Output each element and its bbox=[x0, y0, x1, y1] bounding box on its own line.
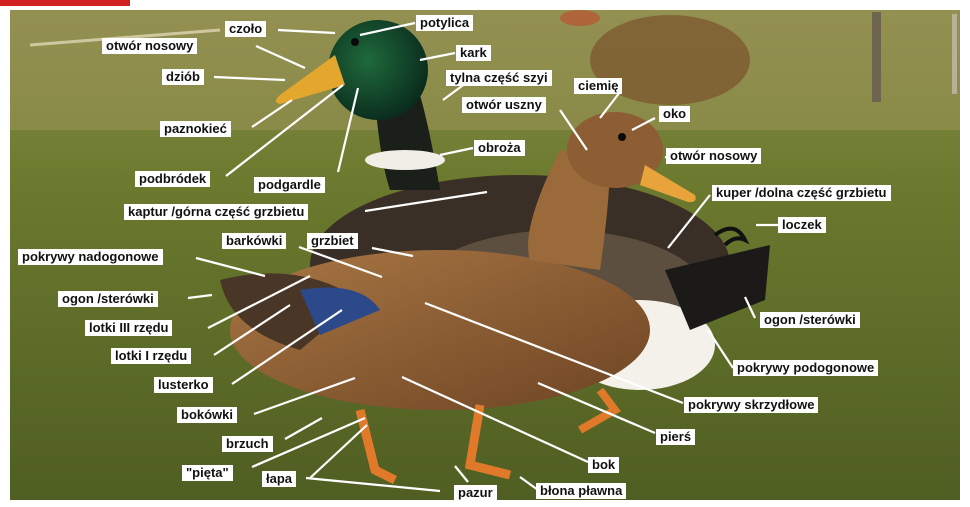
label-tylna-czesc-szyi: tylna część szyi bbox=[446, 70, 552, 86]
label-kuper: kuper /dolna część grzbietu bbox=[712, 185, 891, 201]
label-brzuch: brzuch bbox=[222, 436, 273, 452]
label-pazur: pazur bbox=[454, 485, 497, 501]
label-podbrodek: podbródek bbox=[135, 171, 210, 187]
label-ciemie: ciemię bbox=[574, 78, 622, 94]
label-ogon-right: ogon /sterówki bbox=[760, 312, 860, 328]
label-czolo: czoło bbox=[225, 21, 266, 37]
duck-eye bbox=[618, 133, 626, 141]
label-barkowki: barkówki bbox=[222, 233, 286, 249]
label-paznokiec: paznokieć bbox=[160, 121, 231, 137]
label-loczek: loczek bbox=[778, 217, 826, 233]
label-obroza: obroża bbox=[474, 140, 525, 156]
label-ogon-left: ogon /sterówki bbox=[58, 291, 158, 307]
label-kaptur: kaptur /górna część grzbietu bbox=[124, 204, 308, 220]
fence-post bbox=[952, 14, 957, 94]
label-bok: bok bbox=[588, 457, 619, 473]
label-grzbiet: grzbiet bbox=[307, 233, 358, 249]
label-dziob: dziób bbox=[162, 69, 204, 85]
drake-collar bbox=[365, 150, 445, 170]
label-otwor-nosowy-duck: otwór nosowy bbox=[666, 148, 761, 164]
label-pokrywy-skrzydlowe: pokrywy skrzydłowe bbox=[684, 397, 818, 413]
label-blona-plawna: błona pławna bbox=[536, 483, 626, 499]
label-pokrywy-nadogonowe: pokrywy nadogonowe bbox=[18, 249, 163, 265]
label-lusterko: lusterko bbox=[154, 377, 213, 393]
label-pieta: "pięta" bbox=[182, 465, 233, 481]
label-pokrywy-podogonowe: pokrywy podogonowe bbox=[733, 360, 878, 376]
label-lapa: łapa bbox=[262, 471, 296, 487]
drake-eye bbox=[351, 38, 359, 46]
label-bokowki: bokówki bbox=[177, 407, 237, 423]
fence-post bbox=[872, 12, 881, 102]
drake-head bbox=[328, 20, 428, 120]
label-kark: kark bbox=[456, 45, 491, 61]
label-lotki-iii: lotki III rzędu bbox=[85, 320, 172, 336]
label-oko: oko bbox=[659, 106, 690, 122]
label-lotki-i: lotki I rzędu bbox=[111, 348, 191, 364]
header-accent bbox=[0, 0, 130, 6]
background-bird-comb bbox=[560, 10, 600, 26]
label-otwor-uszny: otwór uszny bbox=[462, 97, 546, 113]
label-piers: pierś bbox=[656, 429, 695, 445]
label-potylica: potylica bbox=[416, 15, 473, 31]
label-podgardle: podgardle bbox=[254, 177, 325, 193]
label-otwor-nosowy-drake: otwór nosowy bbox=[102, 38, 197, 54]
